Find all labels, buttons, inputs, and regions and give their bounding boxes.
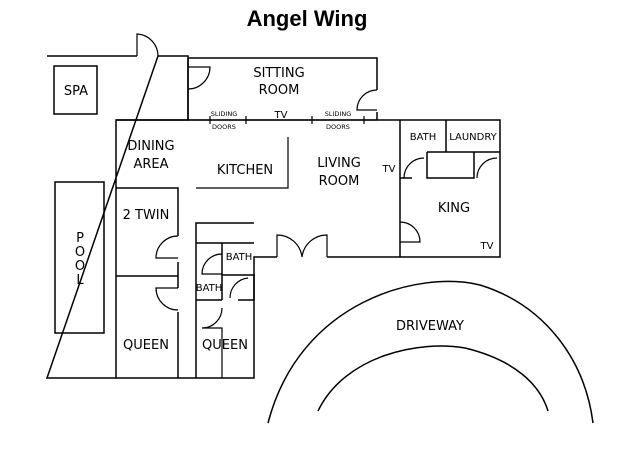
bath-lower-door: [229, 277, 249, 299]
main-house-wall: [116, 119, 501, 379]
dining-label-1: DINING: [127, 139, 174, 154]
dining-label-2: AREA: [133, 157, 168, 172]
entry-door: [136, 33, 159, 57]
sliding-doors-left-label-2: DOORS: [212, 123, 236, 131]
twin-door: [155, 235, 179, 259]
driveway-inner-arc: [317, 345, 549, 412]
bath-upper-door: [201, 253, 223, 275]
bath-block-wall: [195, 222, 255, 378]
queen-right-label: QUEEN: [202, 338, 248, 353]
tv-king-label: TV: [480, 241, 494, 252]
two-twin-label: 2 TWIN: [123, 208, 170, 223]
laundry-door: [476, 157, 498, 179]
king-label: KING: [438, 201, 470, 216]
tv-sitting-label: TV: [274, 110, 288, 121]
queen-right-door: [201, 307, 223, 378]
pool-letter-o2: O: [75, 259, 85, 274]
bath-upper-label: BATH: [226, 252, 253, 263]
sitting-room-label-2: ROOM: [259, 83, 300, 98]
living-room-label-2: ROOM: [319, 174, 360, 189]
driveway-outer-arc: [267, 280, 594, 424]
spa-label: SPA: [64, 84, 88, 99]
living-room-label-1: LIVING: [317, 156, 361, 171]
pool-letter-o1: O: [75, 245, 85, 260]
sitting-room-label-1: SITTING: [253, 66, 304, 81]
tv-living-label: TV: [382, 164, 396, 175]
sitting-room-door-left: [187, 66, 211, 90]
kitchen-counter: [196, 137, 289, 189]
queen-left-label: QUEEN: [123, 338, 169, 353]
pool-letter-p: P: [76, 231, 84, 246]
king-suite-wall: [400, 120, 500, 179]
pool-letter-l: L: [76, 273, 84, 288]
kitchen-label: KITCHEN: [217, 163, 273, 178]
driveway-label: DRIVEWAY: [396, 319, 464, 334]
bath-lower-label: BATH: [196, 283, 223, 294]
sliding-doors-right-label-2: DOORS: [326, 123, 350, 131]
king-door: [399, 221, 421, 243]
queen-left-door: [155, 287, 179, 311]
king-bath-door: [403, 157, 425, 179]
pool: [54, 181, 105, 334]
sitting-room-door-right: [356, 89, 378, 111]
sliding-doors-right-label-1: SLIDING: [325, 110, 352, 118]
laundry-label: LAUNDRY: [449, 132, 497, 143]
plan-title: Angel Wing: [246, 6, 368, 31]
king-bath-label: BATH: [410, 132, 437, 143]
sliding-doors-left-label-1: SLIDING: [211, 110, 238, 118]
spa-room: [53, 65, 98, 115]
twin-room-wall: [116, 187, 179, 378]
front-double-door: [276, 234, 328, 258]
